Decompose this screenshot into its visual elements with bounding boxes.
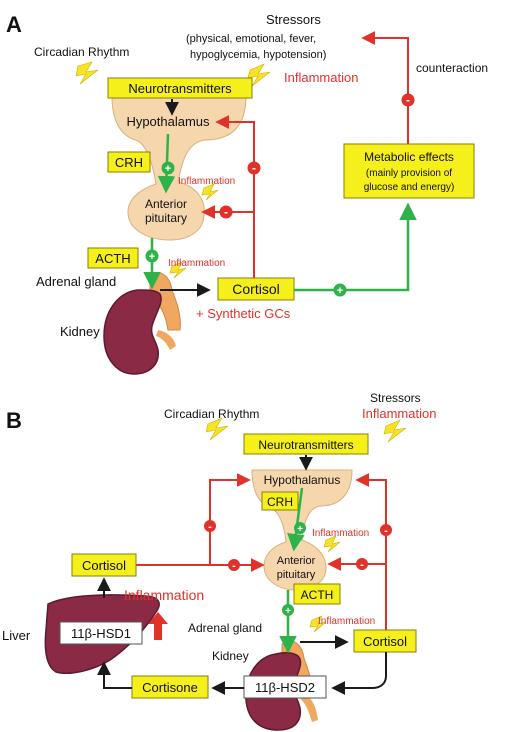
cortisone-to-liver-arrow [97,661,132,689]
neurotransmitters-box [107,77,253,99]
anterior-pituitary-line-2: pituitary [277,569,316,581]
neurotransmitters-box [243,433,369,455]
bolt-icon [309,615,327,633]
plus-sign-label: + [165,163,171,175]
kidney-label: Kidney [60,324,100,339]
neurotransmitters-label: Neurotransmitters [258,438,353,452]
adrenal-gland-label: Adrenal gland [188,621,262,635]
metabolic-effects-line-2: (mainly provision of [366,168,452,179]
stressors-label: Stressors [370,391,421,405]
plus-sign-icon [294,522,306,534]
bolt-icon [205,417,229,441]
panel-a: A Stressors (physical, emotional, fever,… [6,12,488,375]
minus-sign-icon [401,93,415,107]
cortisol-label: Cortisol [232,281,279,297]
hsd1-label: 11β-HSD1 [71,626,131,641]
counteraction-label: counteraction [416,61,488,75]
anterior-pituitary-line-2: pituitary [145,211,187,225]
minus-sign-icon [219,205,233,219]
hypothalamus-tissue [111,95,247,241]
inflammation-liver-label: Inflammation [124,587,204,603]
crh-box [261,491,299,511]
increase-arrow-icon [148,612,168,640]
plus-sign-label: + [285,606,291,617]
bolt-icon [169,261,187,279]
plus-sign-icon [282,604,294,616]
minus-sign-label: - [252,161,256,175]
minus-sign-label: - [406,93,410,107]
acth-box [87,247,139,269]
circadian-rhythm-label: Circadian Rhythm [34,45,129,59]
crh-stimulate-arrow [287,487,305,552]
minus-sign-label: - [224,205,228,219]
plus-sign-label: + [149,251,155,263]
plus-sign-icon [161,161,175,175]
inflammation-pituitary-label: Inflammation [178,176,235,187]
ureter-shape [156,330,176,350]
crh-label: CRH [267,495,293,509]
minus-sign-icon [228,559,240,571]
inflammation-main-label: Inflammation [284,70,358,85]
inflammation-adrenal-label: Inflammation [318,616,375,627]
crh-label: CRH [115,155,143,170]
stressors-title: Stressors [266,12,321,27]
bolt-icon [383,419,407,443]
anterior-pituitary-line-1: Anterior [277,555,316,567]
cortisol-to-hsd2-arrow [331,652,387,695]
minus-sign-label: - [232,560,236,572]
minus-sign-icon [204,520,216,532]
cortisol-right-label: Cortisol [363,634,407,649]
kidney-label: Kidney [212,649,249,663]
minus-sign-icon [247,161,261,175]
cortisol-left-to-hypothalamus-inhibit-arrow [136,473,251,566]
minus-sign-label: - [360,559,364,571]
inflammation-hypothalamus-label: Inflammation [312,528,369,539]
hsd2-label: 11β-HSD2 [255,680,315,695]
circadian-rhythm-label: Circadian Rhythm [164,407,259,421]
hypothalamus-label: Hypothalamus [126,114,210,129]
minus-sign-icon [380,524,392,536]
neurotransmitters-label: Neurotransmitters [128,81,232,96]
panel-b-label: B [6,408,22,433]
liver-label: Liver [2,628,31,643]
plus-sign-label: + [337,285,343,297]
cortisol-left-label: Cortisol [82,558,126,573]
metabolic-effects-box [343,143,475,199]
synthetic-gcs-label: + Synthetic GCs [196,306,291,321]
acth-label: ACTH [95,251,130,266]
minus-sign-icon [356,558,368,570]
stressors-line-2: hypoglycemia, hypotension) [190,49,326,61]
minus-sign-label: - [384,525,388,537]
adrenal-gland-label: Adrenal gland [36,274,116,289]
cortisol-to-metabolic-stimulate-arrow [294,202,417,292]
counteraction-inhibit-arrow [361,31,409,144]
metabolic-effects-line-3: glucose and energy) [364,182,455,193]
plus-sign-icon [333,283,347,297]
cortisol-right-to-hypothalamus-inhibit-arrow [355,473,387,630]
crh-box [107,151,151,173]
panel-a-label: A [6,12,22,37]
inflammation-top-label: Inflammation [362,406,436,421]
metabolic-effects-line-1: Metabolic effects [364,150,454,164]
bolt-icon [201,183,219,201]
cortisone-label: Cortisone [142,680,198,695]
kidney-shape [103,289,162,375]
acth-label: ACTH [301,588,334,602]
hsd1-box [59,621,143,645]
bolt-icon [75,61,99,85]
panel-b: B Circadian Rhythm Stressors Inflammatio… [2,391,436,731]
inflammation-adrenal-label: Inflammation [168,258,225,269]
minus-sign-label: - [208,521,212,533]
acth-box [293,583,341,605]
cortisol-to-hypothalamus-inhibit-arrow [215,115,255,278]
stressors-line-1: (physical, emotional, fever, [186,33,316,45]
bolt-icon [323,535,341,553]
plus-sign-icon [145,249,159,263]
anterior-pituitary-line-1: Anterior [145,197,187,211]
hypothalamus-label: Hypothalamus [264,473,341,487]
plus-sign-label: + [297,524,303,535]
